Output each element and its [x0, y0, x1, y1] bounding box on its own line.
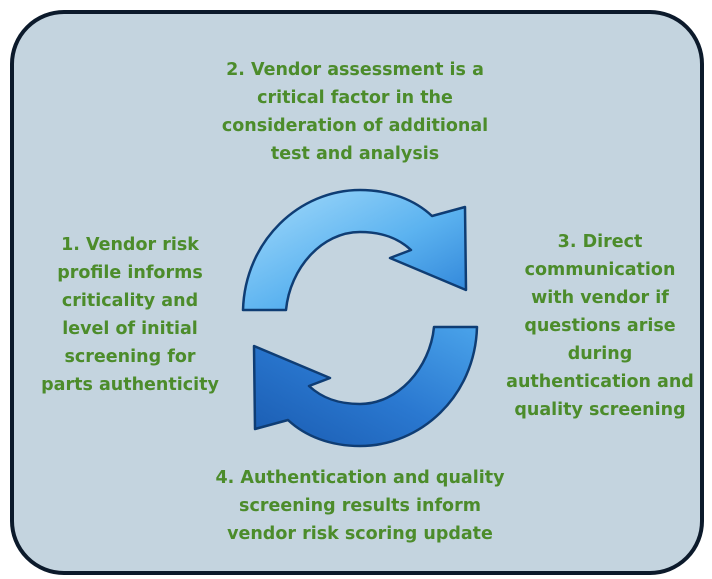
- step-2-text: 2. Vendor assessment is a critical facto…: [221, 60, 489, 164]
- step-1-text: 1. Vendor risk profile informs criticali…: [41, 235, 219, 395]
- step-4-text: 4. Authentication and quality screening …: [215, 468, 505, 544]
- cycle-arrow-top: [241, 188, 468, 312]
- diagram-panel: [10, 10, 704, 575]
- cycle-arrow-bottom: [252, 325, 479, 448]
- step-3-text: 3. Direct communication with vendor if q…: [506, 232, 694, 420]
